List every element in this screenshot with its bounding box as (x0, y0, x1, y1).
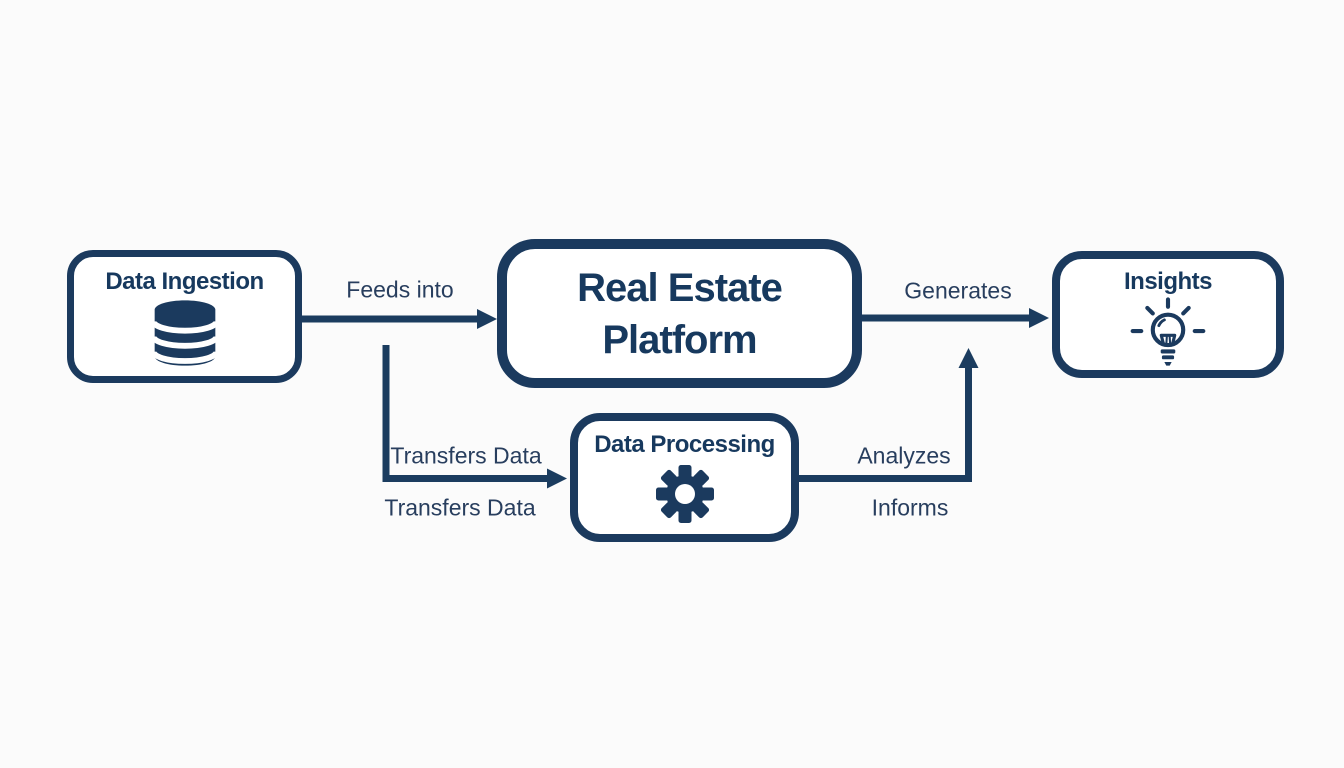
gear-icon (655, 465, 714, 523)
edge-label-generates: Generates (904, 277, 1012, 304)
node-data-ingestion-label: Data Ingestion (105, 268, 264, 295)
edge-feeds-into-arrowhead (477, 309, 497, 329)
edge-generates-arrowhead (1029, 308, 1049, 328)
node-data-ingestion: Data Ingestion (67, 250, 302, 383)
edge-label-analyzes: Analyzes (857, 442, 951, 469)
node-data-processing-label: Data Processing (594, 431, 775, 458)
database-icon (150, 300, 219, 366)
node-data-processing: Data Processing (570, 413, 799, 542)
edge-label-transfers-data-upper: Transfers Data (390, 442, 542, 469)
edge-label-informs: Informs (871, 494, 949, 521)
node-insights: Insights (1052, 251, 1284, 378)
node-real-estate-platform: Real Estate Platform (497, 239, 862, 388)
node-real-estate-platform-label: Real Estate Platform (577, 265, 783, 362)
edge-analyzes-informs-arrowhead (958, 348, 979, 368)
edge-label-transfers-data-lower: Transfers Data (384, 494, 536, 521)
edge-label-feeds-into: Feeds into (346, 276, 454, 303)
edge-transfers-data-arrowhead (547, 468, 567, 489)
lightbulb-icon (1130, 297, 1206, 366)
node-insights-label: Insights (1123, 268, 1213, 295)
